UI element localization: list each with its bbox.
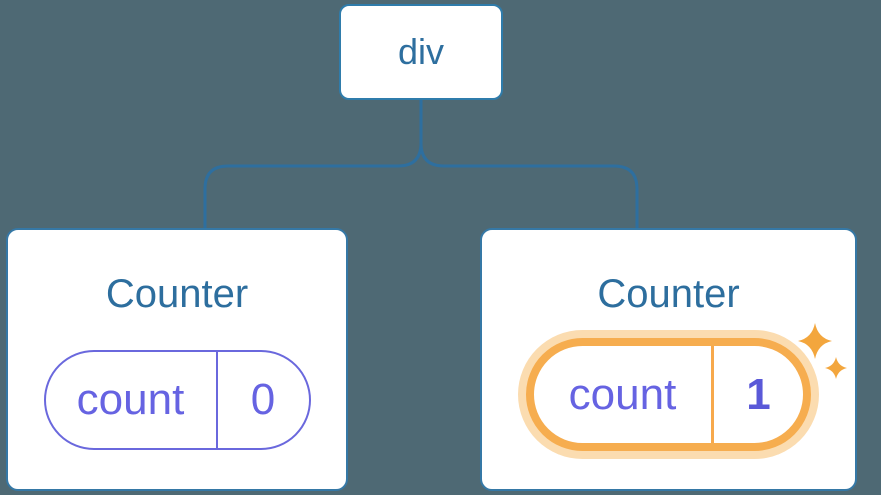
root-node-div: div	[339, 4, 503, 100]
counter-card-left: Counter count 0	[6, 228, 348, 491]
state-key-label: count	[534, 346, 714, 443]
component-title: Counter	[105, 272, 249, 316]
counter-card-right: Counter count 1	[480, 228, 857, 491]
sparkles-icon	[798, 323, 847, 379]
component-title: Counter	[597, 272, 740, 316]
connector-left-branch	[203, 100, 423, 229]
root-node-label: div	[397, 31, 445, 72]
state-key-label: count	[46, 352, 218, 448]
state-value-label: 0	[250, 375, 276, 424]
state-pill-count-0: count 0	[43, 350, 311, 450]
state-value-label: 1	[746, 369, 771, 419]
state-pill-count-1-highlighted: count 1	[526, 338, 811, 451]
connector-right-branch	[419, 142, 639, 229]
